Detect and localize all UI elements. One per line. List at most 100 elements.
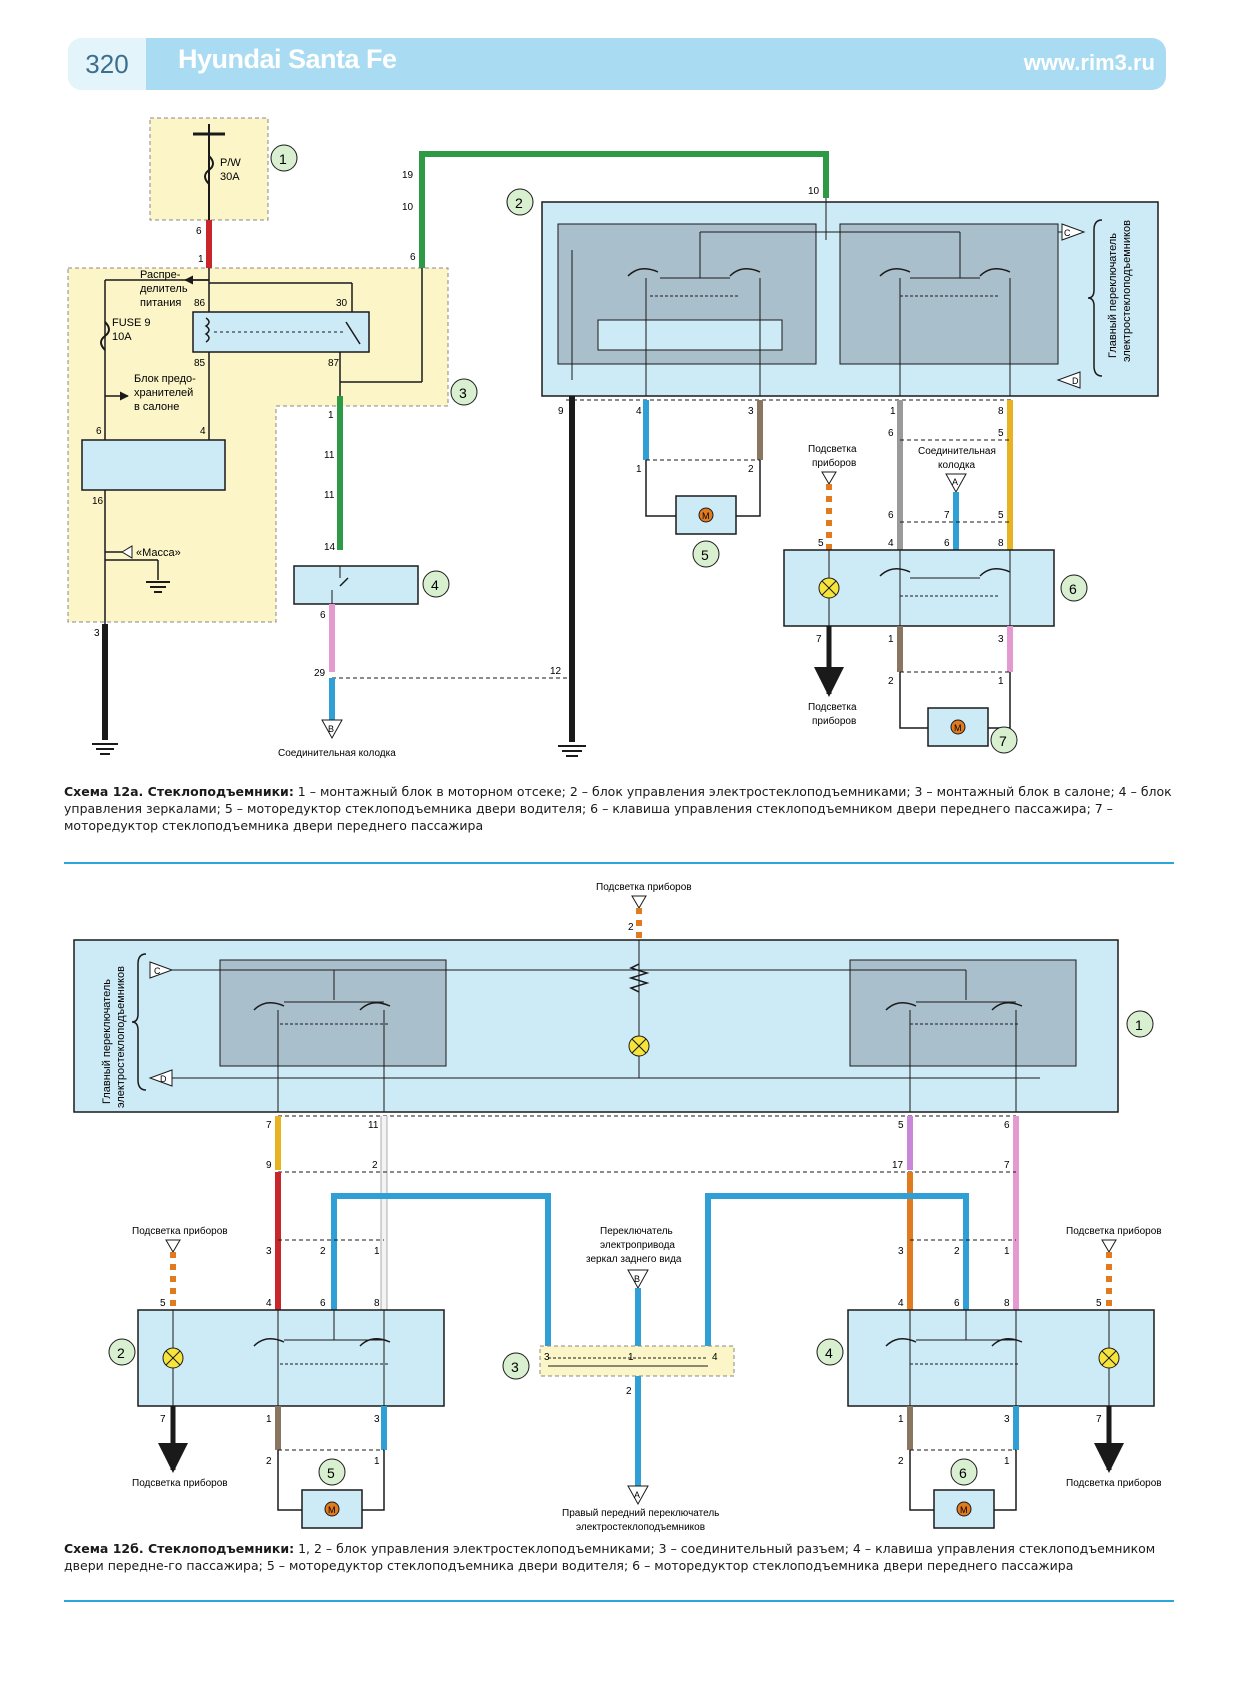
pin-label: 17	[892, 1160, 904, 1171]
pin-label: 10	[402, 202, 414, 213]
joint-connector-label: Соединительная	[918, 446, 996, 457]
wiring-diagram-12a: P/W 30A 6 1 Распре- делитель питания FUS…	[67, 117, 1159, 759]
pin-label: 1	[374, 1456, 380, 1467]
pin-label: 8	[1004, 1298, 1010, 1309]
svg-text:M: M	[702, 511, 710, 521]
pin-label: 6	[96, 426, 102, 437]
instrument-light-label: Подсветка	[808, 702, 857, 713]
power-distributor-label: делитель	[140, 283, 188, 295]
wire-blue	[705, 1193, 969, 1350]
svg-text:6: 6	[1069, 581, 1077, 597]
svg-text:1: 1	[1135, 1017, 1143, 1033]
svg-text:A: A	[634, 1490, 640, 1500]
main-switch-label: электростеклоподъемников	[115, 966, 127, 1108]
callout: 1	[270, 144, 298, 172]
pin-label: 1	[374, 1246, 380, 1257]
callout: 2	[506, 188, 534, 216]
callout: 5	[692, 540, 720, 568]
svg-text:5: 5	[327, 1465, 335, 1481]
svg-text:M: M	[328, 1505, 336, 1515]
pin-label: 2	[748, 464, 754, 475]
pin-label: 6	[888, 510, 894, 521]
svg-text:D: D	[1072, 376, 1079, 386]
svg-text:3: 3	[459, 385, 467, 401]
callout: 4	[422, 570, 450, 598]
pin-label: 2	[626, 1386, 632, 1397]
page-header	[68, 38, 1166, 90]
callout: 3	[502, 1352, 530, 1380]
cabin-fuse-label: Блок предо-	[134, 373, 196, 385]
instrument-light-label: Подсветка приборов	[1066, 1477, 1162, 1489]
svg-text:C: C	[154, 966, 161, 976]
right-front-switch-label: Правый передний переключатель	[562, 1508, 719, 1519]
joint-connector-label: колодка	[938, 460, 976, 471]
pin-label: 11	[368, 1120, 379, 1131]
instrument-light-label: Подсветка приборов	[596, 881, 692, 893]
wiring-diagram-12b: Подсветка приборов 2 C D Главный переклю…	[73, 881, 1162, 1533]
divider	[64, 1600, 1174, 1602]
mirror-switch-label: электропривода	[600, 1240, 675, 1251]
caption-12a: Схема 12а. Стеклоподъемники: 1 – монтажн…	[64, 784, 1172, 833]
svg-text:7: 7	[999, 733, 1007, 749]
passenger-switch	[849, 959, 1077, 1067]
pin-label: 1	[1004, 1456, 1010, 1467]
pin-label: 12	[550, 666, 562, 677]
instrument-light-label: Подсветка приборов	[132, 1477, 228, 1489]
relay-pin: 86	[194, 298, 206, 309]
pin-label: 1	[628, 1352, 634, 1363]
callout: 1	[1126, 1010, 1154, 1038]
pin-label: 10	[808, 186, 820, 197]
svg-text:5: 5	[701, 547, 709, 563]
divider	[64, 862, 1174, 864]
driver-window-switch	[137, 1309, 445, 1407]
cabin-fuse-label: хранителей	[134, 387, 193, 399]
pw-fuse-rating: 30A	[220, 171, 240, 183]
instrument-light-label: приборов	[812, 457, 856, 469]
ground-label: «Масса»	[136, 547, 181, 559]
pin-label: 3	[1004, 1414, 1010, 1425]
pin-label: 3	[748, 406, 754, 417]
joint-connector-label: Соединительная колодка	[278, 748, 396, 759]
pin-label: 29	[314, 668, 326, 679]
cabin-fuse-label: в салоне	[134, 401, 179, 413]
fuse9-rating: 10A	[112, 331, 132, 343]
pin-label: 1	[1004, 1246, 1010, 1257]
pin-label: 1	[998, 676, 1004, 687]
pin-label: 16	[92, 496, 104, 507]
fuse9-name: FUSE 9	[112, 317, 151, 329]
callout: 4	[816, 1338, 844, 1366]
pin-label: 14	[324, 542, 336, 553]
pin-label: 6	[944, 538, 950, 549]
pin-label: 2	[372, 1160, 378, 1171]
pin-label: 4	[898, 1298, 904, 1309]
connector-c	[1061, 223, 1086, 241]
right-front-switch-label: электростеклоподъемников	[576, 1522, 705, 1533]
connector-b	[627, 1269, 649, 1290]
relay-pin: 87	[328, 358, 340, 369]
pin-label: 6	[1004, 1120, 1010, 1131]
pin-label: 1	[636, 464, 642, 475]
svg-text:4: 4	[825, 1345, 833, 1361]
caption-12b: Схема 12б. Стеклоподъемники: 1, 2 – блок…	[64, 1541, 1156, 1573]
mirror-switch-label: зеркал заднего вида	[586, 1254, 682, 1265]
main-switch-label: Главный переключатель	[101, 979, 113, 1104]
pin-label: 6	[320, 1298, 326, 1309]
callout: 7	[990, 726, 1018, 754]
relay-pin: 85	[194, 358, 206, 369]
mirror-switch-label: Переключатель	[600, 1226, 673, 1237]
callout: 5	[318, 1458, 346, 1486]
pin-label: 8	[998, 406, 1004, 417]
book-title: Hyundai Santa Fe	[178, 44, 397, 74]
pin-label: 1	[898, 1414, 904, 1425]
pin-label: 6	[888, 428, 894, 439]
svg-text:M: M	[960, 1505, 968, 1515]
svg-text:B: B	[634, 1274, 640, 1284]
mirror-control-block	[293, 565, 419, 605]
instrument-light-label: Подсветка приборов	[132, 1225, 228, 1237]
pin-label: 3	[374, 1414, 380, 1425]
driver-switch	[219, 959, 447, 1067]
pin-label: 8	[374, 1298, 380, 1309]
pin-label: 7	[1096, 1414, 1102, 1425]
pin-label: 4	[636, 406, 642, 417]
pin-label: 3	[544, 1352, 550, 1363]
